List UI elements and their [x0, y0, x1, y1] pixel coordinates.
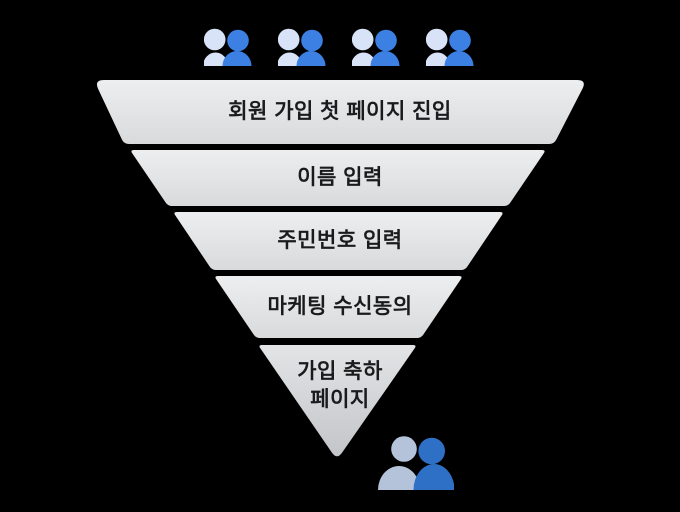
funnel-stage-shape-4 [215, 276, 462, 338]
people-pair-icon [204, 28, 252, 66]
people-pair-icon [378, 436, 454, 490]
people-pair-icon [352, 28, 400, 66]
funnel-stage-shape-3 [174, 212, 503, 270]
funnel-stage-shape-1 [96, 80, 584, 144]
funnel-stage-shape-2 [131, 150, 545, 206]
top-users-row [204, 27, 474, 66]
people-pair-icon [278, 28, 326, 66]
funnel-stage-shape-5 [259, 345, 416, 457]
bottom-users-row [378, 433, 454, 490]
people-pair-icon [426, 28, 474, 66]
